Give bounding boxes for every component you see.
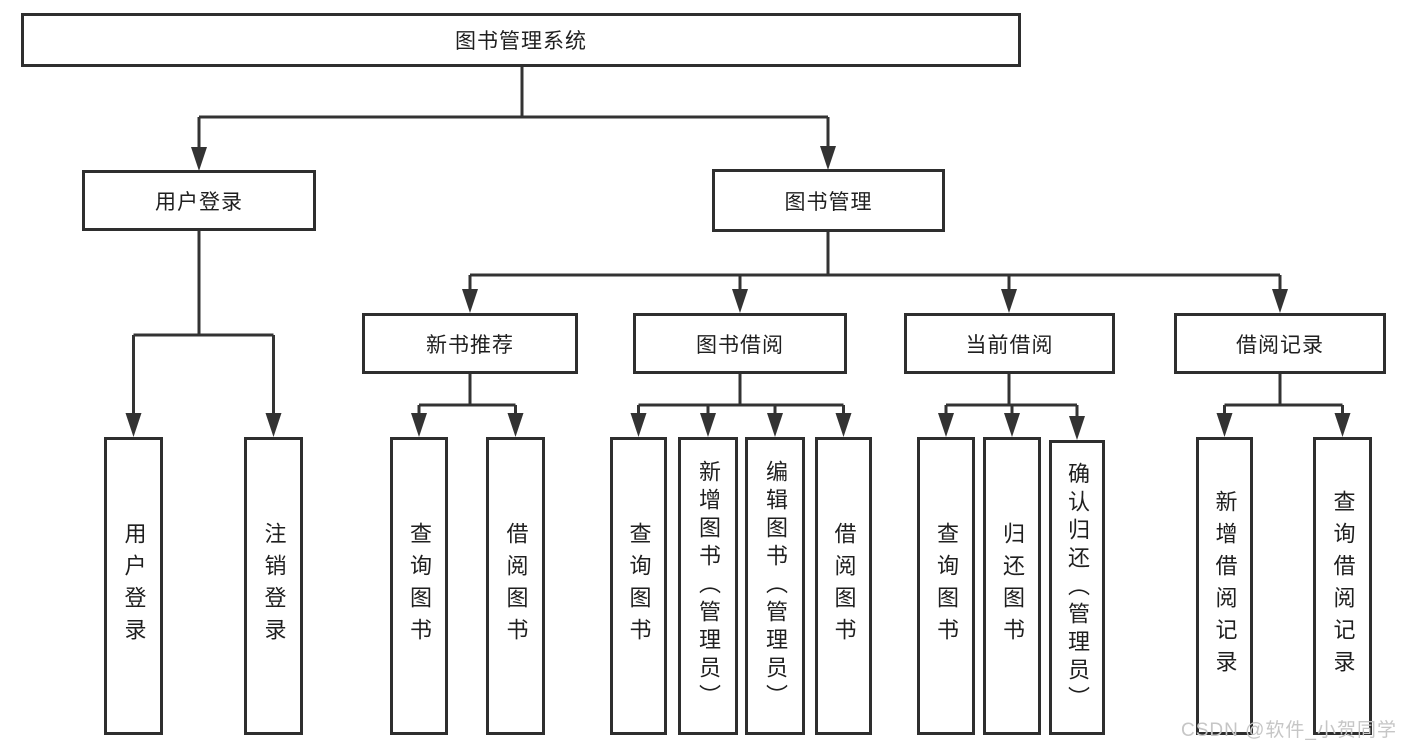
arrowhead-icon — [820, 146, 836, 170]
node-book-borrowing: 图书借阅 — [633, 313, 847, 374]
node-label: 借阅图书 — [503, 522, 529, 650]
node-label: 当前借阅 — [965, 333, 1054, 357]
arrowhead-icon — [411, 413, 427, 437]
node-leaf-add-book-admin: 新增图书（管理员） — [678, 437, 738, 735]
node-leaf-query-book-borrow: 查询图书 — [610, 437, 667, 735]
node-label: 图书管理 — [784, 190, 873, 214]
arrowhead-icon — [462, 289, 478, 313]
node-user-login: 用户登录 — [82, 170, 316, 231]
arrowhead-icon — [767, 413, 783, 437]
node-leaf-logout: 注销登录 — [244, 437, 303, 735]
node-current-borrowing: 当前借阅 — [904, 313, 1115, 374]
arrowhead-icon — [1272, 289, 1288, 313]
node-label: 图书借阅 — [696, 333, 784, 357]
arrowhead-icon — [732, 289, 748, 313]
arrowhead-icon — [507, 413, 524, 437]
node-borrowing-records: 借阅记录 — [1174, 313, 1386, 374]
node-leaf-borrow-book-rec: 借阅图书 — [486, 437, 545, 735]
node-leaf-add-borrow-record: 新增借阅记录 — [1196, 437, 1253, 735]
connector-currentborrow-to-children — [944, 374, 1079, 418]
arrowhead-icon — [630, 413, 647, 437]
node-label: 归还图书 — [1000, 522, 1025, 650]
node-leaf-user-login: 用户登录 — [104, 437, 163, 735]
connector-newbookrec-to-children — [417, 374, 517, 415]
node-label: 用户登录 — [121, 522, 147, 650]
node-label: 查询借阅记录 — [1330, 490, 1356, 682]
node-leaf-query-book-current: 查询图书 — [917, 437, 975, 735]
arrowhead-icon — [1001, 289, 1017, 313]
arrowhead-icon — [125, 413, 142, 437]
node-book-management: 图书管理 — [712, 169, 945, 232]
node-leaf-query-borrow-record: 查询借阅记录 — [1313, 437, 1372, 735]
node-label: 借阅图书 — [831, 522, 857, 650]
node-label: 新增图书（管理员） — [696, 460, 721, 712]
arrowhead-icon — [835, 413, 852, 437]
arrowhead-icon — [191, 147, 207, 171]
node-leaf-borrow-book: 借阅图书 — [815, 437, 872, 735]
connector-root-to-level2 — [197, 67, 830, 149]
node-label: 注销登录 — [261, 522, 287, 650]
node-leaf-confirm-return-admin: 确认归还（管理员） — [1049, 440, 1105, 735]
node-label: 确认归还（管理员） — [1065, 461, 1090, 714]
node-label: 图书管理系统 — [455, 30, 587, 53]
node-label: 新增借阅记录 — [1212, 490, 1238, 682]
node-leaf-query-book-rec: 查询图书 — [390, 437, 448, 735]
node-leaf-return-book: 归还图书 — [983, 437, 1041, 735]
node-label: 新书推荐 — [426, 333, 514, 357]
connector-bookmgmt-to-level3 — [468, 232, 1282, 291]
arrowhead-icon — [1216, 413, 1233, 437]
connector-userlogin-to-children — [132, 231, 275, 415]
node-label: 用户登录 — [155, 190, 243, 214]
node-leaf-edit-book-admin: 编辑图书（管理员） — [745, 437, 805, 735]
node-label: 编辑图书（管理员） — [763, 460, 788, 712]
arrowhead-icon — [1334, 413, 1351, 437]
node-label: 借阅记录 — [1236, 333, 1324, 357]
arrowhead-icon — [938, 413, 954, 437]
connector-bookborrow-to-children — [637, 374, 845, 415]
node-new-book-recommendation: 新书推荐 — [362, 313, 578, 374]
connector-borrowrecords-to-children — [1223, 374, 1344, 415]
node-label: 查询图书 — [934, 522, 959, 650]
arrowhead-icon — [1004, 413, 1020, 437]
watermark: CSDN @软件_小贺同学 — [1181, 720, 1397, 741]
node-root-system: 图书管理系统 — [21, 13, 1021, 67]
arrowhead-icon — [265, 413, 282, 437]
arrowhead-icon — [700, 413, 716, 437]
node-label: 查询图书 — [626, 522, 652, 650]
node-label: 查询图书 — [407, 522, 432, 650]
arrowhead-icon — [1069, 416, 1085, 440]
